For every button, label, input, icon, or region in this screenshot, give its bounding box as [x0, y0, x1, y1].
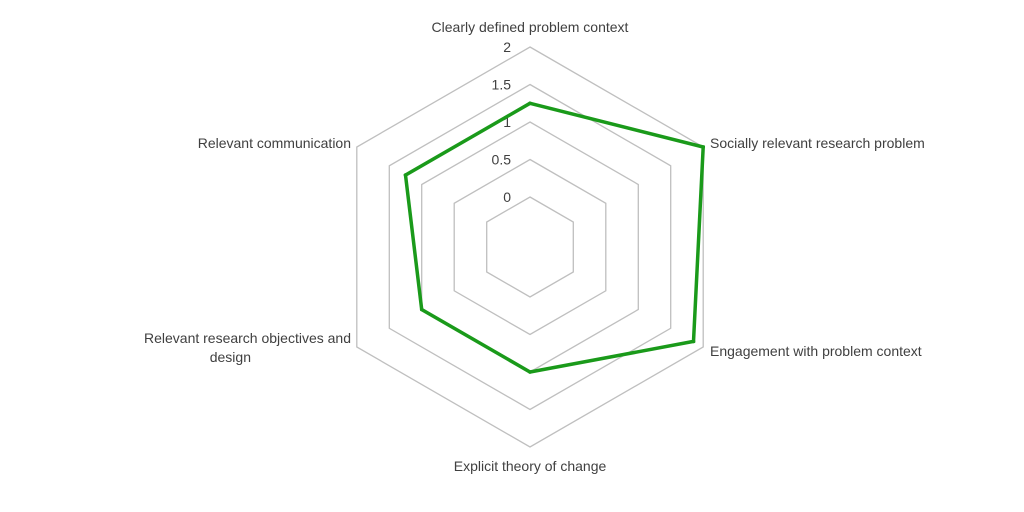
category-label: Clearly defined problem context: [432, 19, 629, 35]
tick-label: 2: [503, 39, 511, 55]
category-label-line: design: [210, 349, 251, 365]
category-label-line: Clearly defined problem context: [432, 19, 629, 35]
category-label: Relevant communication: [198, 135, 351, 151]
data-point: [403, 173, 408, 177]
series-line: [403, 101, 706, 374]
category-label-line: Engagement with problem context: [710, 343, 922, 359]
category-label-line: Relevant research objectives and: [144, 330, 351, 346]
category-label: Socially relevant research problem: [710, 135, 925, 151]
grid-ring-3: [388, 83, 672, 411]
data-point: [528, 101, 532, 106]
tick-label: 1.5: [492, 77, 512, 93]
data-point: [528, 370, 532, 374]
tick-label: 1: [503, 114, 511, 130]
radar-grid: [356, 46, 704, 448]
grid-ring-1: [453, 158, 607, 336]
data-point: [701, 145, 705, 149]
category-label: Explicit theory of change: [454, 458, 607, 474]
grid-ring-0: [486, 196, 574, 298]
data-point: [419, 307, 424, 312]
category-label-line: Socially relevant research problem: [710, 135, 925, 151]
radial-tick-labels: 0 0.5 1 1.5 2: [492, 39, 512, 205]
category-label: Engagement with problem context: [710, 343, 922, 359]
tick-label: 0.5: [492, 152, 512, 168]
data-point: [691, 339, 696, 344]
series-layer: [403, 101, 706, 374]
tick-label: 0: [503, 189, 511, 205]
category-label: Relevant research objectives and design: [144, 330, 351, 365]
grid-ring-4: [356, 46, 704, 448]
category-label-line: Explicit theory of change: [454, 458, 607, 474]
category-label-line: Relevant communication: [198, 135, 351, 151]
category-labels: Clearly defined problem contextSocially …: [144, 19, 925, 474]
